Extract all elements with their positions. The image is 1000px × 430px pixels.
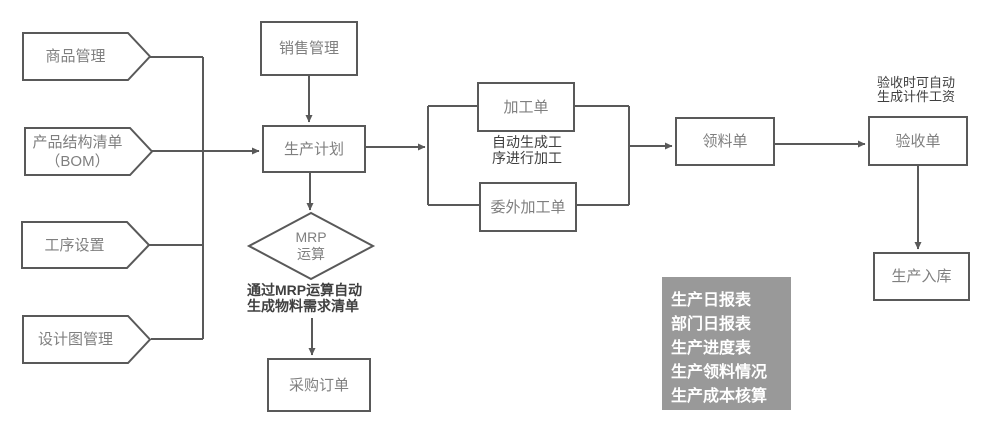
node-processing-order: 加工单: [477, 82, 575, 132]
input-rail-line: [149, 56, 204, 340]
orders-right-bracket: [574, 105, 630, 206]
report-item-production-progress: 生产进度表: [671, 340, 752, 357]
report-item-daily-production: 生产日报表: [671, 292, 752, 309]
annotation-acceptance-note: 验收时可自动 生成计件工资: [877, 75, 956, 104]
report-item-material-requisition-status: 生产领料情况: [671, 364, 768, 381]
node-acceptance-order: 验收单: [868, 116, 968, 166]
diamond-mrp: [246, 211, 376, 281]
pentagon-product-management: [22, 32, 152, 81]
node-sales-management: 销售管理: [260, 21, 358, 76]
annotation-auto-process: 自动生成工 序进行加工: [492, 134, 562, 166]
pentagon-design-drawing: [22, 315, 152, 364]
report-item-production-cost: 生产成本核算: [671, 388, 768, 405]
node-outsourced-processing-order: 委外加工单: [479, 182, 577, 232]
pentagon-bom: [24, 127, 154, 176]
report-item-department-daily: 部门日报表: [671, 316, 752, 333]
node-purchase-order: 采购订单: [267, 358, 371, 412]
node-production-inbound: 生产入库: [873, 252, 970, 301]
node-production-plan: 生产计划: [262, 125, 366, 173]
annotation-mrp-note: 通过MRP运算自动 生成物料需求清单: [247, 282, 363, 314]
report-panel: 生产日报表 部门日报表 生产进度表 生产领料情况 生产成本核算: [662, 277, 791, 410]
orders-left-bracket: [427, 105, 479, 206]
node-material-requisition: 领料单: [675, 117, 775, 166]
pentagon-process-setup: [21, 221, 151, 269]
